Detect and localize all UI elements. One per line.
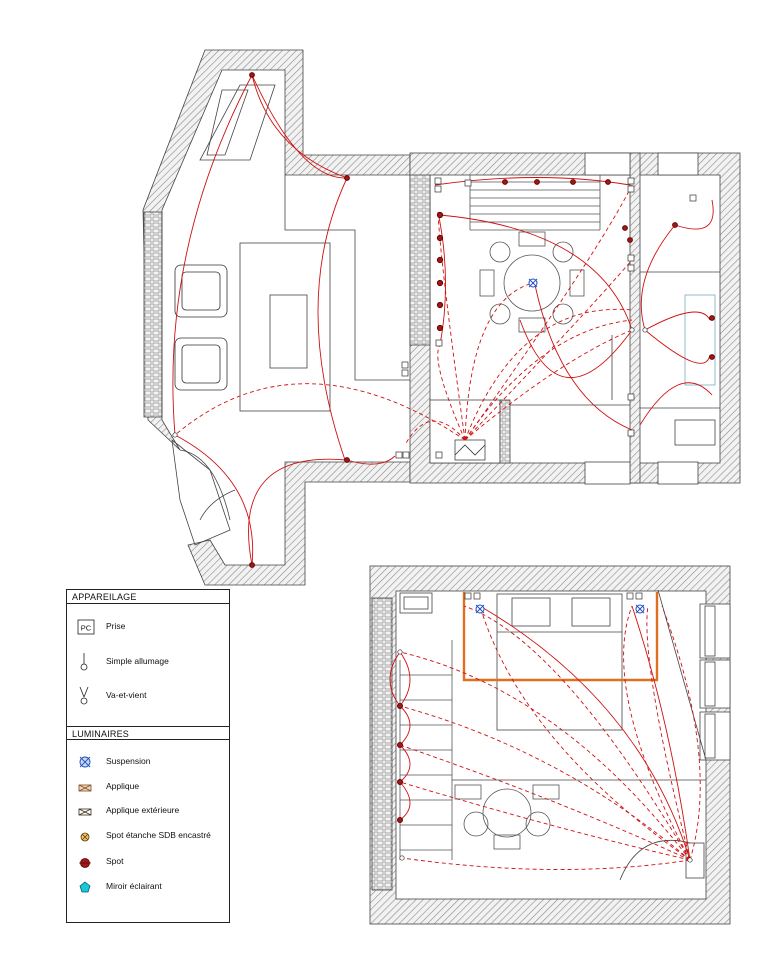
round-dining-table	[479, 231, 585, 333]
two-way-switch-icon	[79, 687, 89, 705]
legend-label-spot-etanche: Spot étanche SDB encastré	[106, 830, 211, 840]
armchair	[174, 264, 228, 391]
legend-item-simple-allumage: Simple allumage	[67, 651, 229, 673]
lower-staircase	[399, 640, 453, 860]
bathtub	[674, 419, 716, 446]
legend-label-simple-allumage: Simple allumage	[106, 656, 169, 666]
legend-item-applique: Applique	[67, 776, 229, 798]
upper-wiring	[172, 74, 714, 566]
legend-panel: APPAREILAGE PC Prise Simple allumage Va-…	[66, 589, 230, 923]
socket-symbol-text: PC	[81, 624, 92, 633]
spot-icon	[79, 858, 91, 868]
legend-label-applique: Applique	[106, 781, 140, 791]
living-wing-walls	[142, 49, 411, 451]
legend-item-suspension: Suspension	[67, 751, 229, 773]
table	[239, 242, 331, 412]
legend-item-prise: PC Prise	[67, 616, 229, 638]
legend-label-prise: Prise	[106, 621, 126, 631]
upper-floor-plan	[142, 49, 741, 586]
simple-switch-icon	[80, 653, 88, 671]
upper-switches	[172, 177, 697, 459]
lower-wiring	[389, 605, 701, 870]
legend-item-miroir-eclairant: Miroir éclairant	[67, 876, 229, 898]
lower-spots	[397, 703, 403, 823]
outdoor-wall-light-icon	[78, 808, 92, 816]
legend-item-spot: Spot	[67, 851, 229, 873]
legend-item-applique-exterieure: Applique extérieure	[67, 800, 229, 822]
upper-pendant	[528, 278, 538, 288]
lower-floor-plan	[369, 565, 731, 925]
lit-mirror-icon	[79, 881, 91, 893]
brick-wall-left	[143, 211, 163, 418]
waterproof-spot-icon	[80, 832, 90, 842]
pendant-light-icon	[79, 756, 91, 768]
legend-label-va-et-vient: Va-et-vient	[106, 690, 147, 700]
bed	[496, 593, 623, 731]
legend-label-applique-exterieure: Applique extérieure	[106, 805, 180, 815]
table-inner	[269, 294, 308, 369]
legend-item-spot-etanche: Spot étanche SDB encastré	[67, 825, 229, 847]
legend-label-spot: Spot	[106, 856, 124, 866]
lower-switches	[397, 592, 693, 863]
legend-label-miroir-eclairant: Miroir éclairant	[106, 881, 162, 891]
legend-item-va-et-vient: Va-et-vient	[67, 685, 229, 707]
legend-label-suspension: Suspension	[106, 756, 151, 766]
legend-section-luminaires: LUMINAIRES	[67, 726, 229, 740]
headboard-wiring	[462, 592, 659, 682]
upper-spots	[249, 72, 715, 568]
lower-wall-lights	[475, 604, 645, 614]
wall-light-icon	[78, 784, 92, 792]
socket-pc-icon: PC	[77, 619, 95, 635]
legend-section-appareillage: APPAREILAGE	[67, 590, 229, 604]
